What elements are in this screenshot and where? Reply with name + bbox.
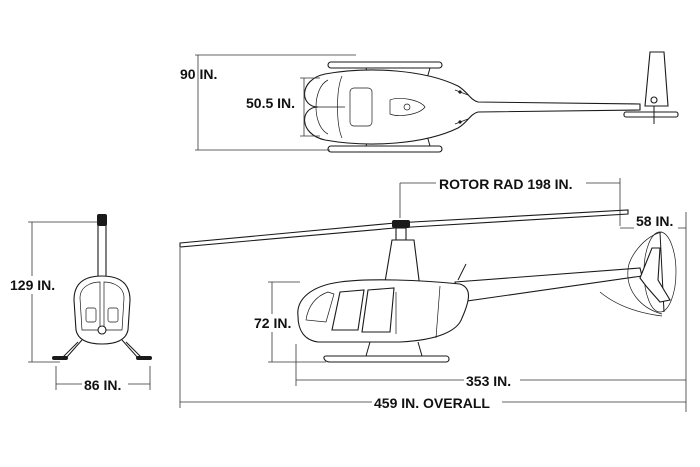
side-view: ROTOR RAD 198 IN. 58 IN. 72 IN. 353 IN. … — [179, 175, 687, 412]
side-view-skid — [323, 355, 450, 363]
front-height-label: 129 IN. — [10, 277, 55, 293]
top-view-tail-fin — [644, 51, 669, 107]
top-view-skids — [327, 61, 443, 153]
tail-rotor-label: 58 IN. — [636, 213, 673, 229]
top-length-label: 90 IN. — [180, 66, 217, 82]
fuselage-length-label: 353 IN. — [466, 373, 511, 389]
front-view: 129 IN. 86 IN. — [8, 214, 152, 394]
front-width-label: 86 IN. — [84, 377, 121, 393]
front-view-cabin — [73, 275, 131, 345]
top-view: 90 IN. 50.5 IN. — [180, 51, 679, 153]
top-view-fuselage — [304, 69, 641, 145]
top-width-label: 50.5 IN. — [246, 95, 295, 111]
overall-length-label: 459 IN. OVERALL — [374, 395, 490, 411]
tail-rotor-disc — [627, 231, 663, 315]
side-height-label: 72 IN. — [254, 315, 291, 331]
side-view-tailboom — [454, 267, 643, 303]
rotor-radius-label: ROTOR RAD 198 IN. — [439, 176, 573, 192]
